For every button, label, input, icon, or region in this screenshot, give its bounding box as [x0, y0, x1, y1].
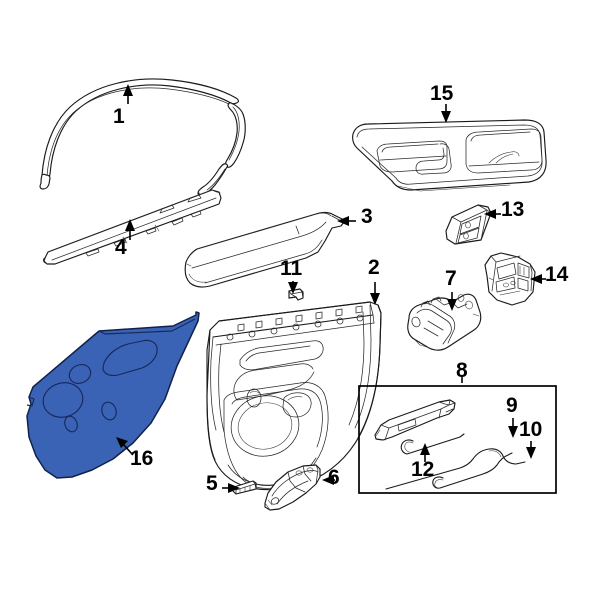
callout-label-7[interactable]: 7 [445, 267, 457, 290]
part-upper-window-belt-weatherstrip[interactable] [39, 78, 246, 197]
callout-label-5[interactable]: 5 [206, 472, 218, 495]
part-small-trim-clip[interactable] [288, 288, 304, 301]
callout-label-11[interactable]: 11 [280, 257, 303, 280]
callout-label-1[interactable]: 1 [113, 105, 125, 128]
part-upper-trim-applique[interactable] [184, 211, 345, 288]
callout-label-12[interactable]: 12 [411, 458, 435, 481]
part-door-water-shield-moisture-barrier[interactable] [26, 311, 200, 479]
part-door-latch-lock-actuator[interactable] [407, 293, 482, 351]
callout-label-9[interactable]: 9 [506, 394, 518, 417]
part-trim-retainer-clip[interactable] [232, 480, 257, 495]
part-inside-door-handle[interactable] [374, 399, 456, 441]
callout-label-14[interactable]: 14 [545, 263, 569, 286]
callout-label-8[interactable]: 8 [456, 359, 468, 382]
callout-label-13[interactable]: 13 [501, 198, 525, 221]
leader-lines [116, 84, 546, 493]
callout-label-4[interactable]: 4 [115, 236, 127, 259]
callout-label-3[interactable]: 3 [361, 205, 373, 228]
part-lock-control-rod-upper[interactable] [432, 452, 513, 489]
part-lock-control-rod-lower[interactable] [385, 448, 526, 490]
callout-label-2[interactable]: 2 [368, 256, 380, 279]
callout-label-16[interactable]: 16 [130, 447, 154, 470]
part-armrest-switch-bezel[interactable] [352, 119, 547, 192]
callout-label-10[interactable]: 10 [519, 418, 543, 441]
part-door-trim-panel-assembly[interactable] [206, 301, 382, 491]
part-lower-corner-bracket[interactable] [264, 464, 321, 511]
callout-label-6[interactable]: 6 [328, 466, 340, 489]
callout-label-15[interactable]: 15 [430, 82, 454, 105]
part-handle-and-rod-kit-box[interactable] [358, 385, 557, 494]
part-master-window-switch-module[interactable] [484, 252, 536, 306]
part-inside-handle-link-rod[interactable] [400, 433, 465, 455]
part-two-button-window-switch[interactable] [445, 204, 492, 245]
